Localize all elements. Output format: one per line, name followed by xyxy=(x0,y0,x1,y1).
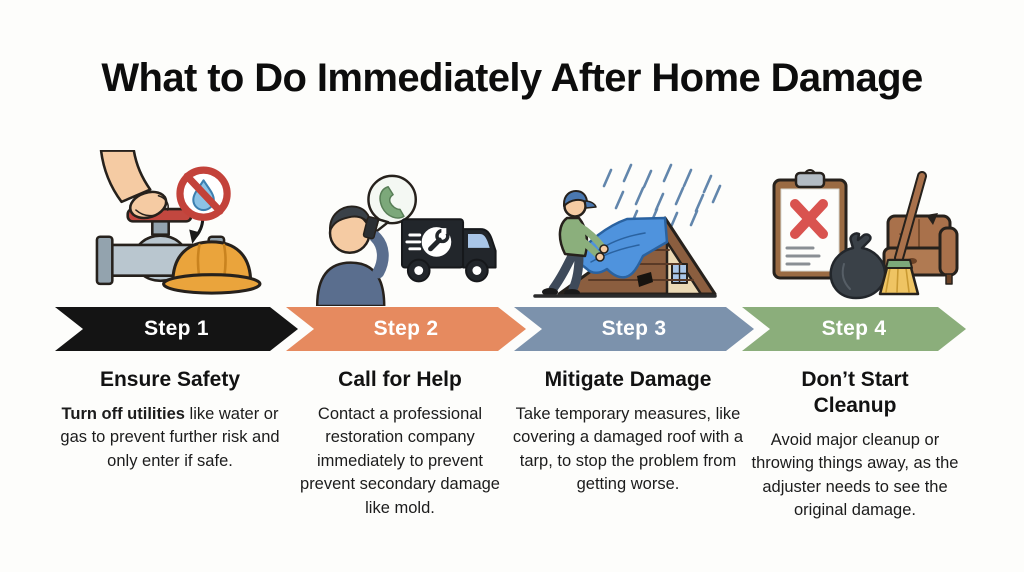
step-1-body-bold: Turn off utilities xyxy=(61,404,185,423)
step-4-text: Don’t Start Cleanup Avoid major cleanup … xyxy=(744,367,966,522)
person-on-phone-icon xyxy=(315,205,389,306)
roof-tarp-icon xyxy=(533,163,722,298)
step-1-heading: Ensure Safety xyxy=(99,368,241,391)
step-3-text: Mitigate Damage Take temporary measures,… xyxy=(510,367,746,497)
step-1-text: Ensure Safety Turn off utilities like wa… xyxy=(52,367,288,473)
call-truck-icon xyxy=(315,174,497,306)
service-truck-icon xyxy=(400,218,497,283)
step-3-body-text: Take temporary measures, like covering a… xyxy=(512,404,744,494)
step-2-banner: Step 2 xyxy=(286,307,526,351)
step-3-banner-label: Step 3 xyxy=(601,317,667,340)
step-4-heading: Don’t Start Cleanup xyxy=(801,368,909,417)
step-3-illustration xyxy=(515,158,730,305)
broom-icon xyxy=(878,171,927,296)
page-title: What to Do Immediately After Home Damage xyxy=(101,56,923,100)
step-2-banner-label: Step 2 xyxy=(373,317,439,340)
step-1-banner: Step 1 xyxy=(55,307,298,351)
wrench-icon xyxy=(428,228,450,252)
step-3-heading: Mitigate Damage xyxy=(544,368,712,391)
hand-icon xyxy=(99,150,169,220)
step-1-illustration xyxy=(58,150,263,305)
step-4-body: Avoid major cleanup or throwing things a… xyxy=(744,429,966,523)
worker-icon xyxy=(542,190,609,297)
hard-hat-icon xyxy=(162,240,262,295)
no-water-sign-icon xyxy=(176,166,231,221)
speech-bubble-phone-icon xyxy=(367,174,417,235)
step-2-illustration xyxy=(292,168,507,306)
valve-hardhat-icon xyxy=(95,150,262,295)
step-2-body-text: Contact a professional restoration compa… xyxy=(300,404,500,517)
step-1-body-text: like water or gas to prevent further ris… xyxy=(60,404,280,470)
no-cleanup-icon xyxy=(772,169,959,300)
step-2-body: Contact a professional restoration compa… xyxy=(296,403,504,520)
step-4-illustration xyxy=(760,164,960,304)
step-2-text: Call for Help Contact a professional res… xyxy=(284,367,516,520)
tarp-icon xyxy=(573,216,669,279)
step-3-body: Take temporary measures, like covering a… xyxy=(510,403,746,497)
step-1-body: Turn off utilities like water or gas to … xyxy=(52,403,288,473)
step-4-body-text: Avoid major cleanup or throwing things a… xyxy=(751,430,959,519)
step-2-heading: Call for Help xyxy=(338,368,462,391)
clipboard-icon xyxy=(772,169,848,280)
step-3-banner: Step 3 xyxy=(514,307,754,351)
step-1-banner-label: Step 1 xyxy=(144,317,209,340)
step-4-banner: Step 4 xyxy=(742,307,966,351)
red-x-icon xyxy=(790,199,828,239)
step-4-banner-label: Step 4 xyxy=(821,317,887,340)
